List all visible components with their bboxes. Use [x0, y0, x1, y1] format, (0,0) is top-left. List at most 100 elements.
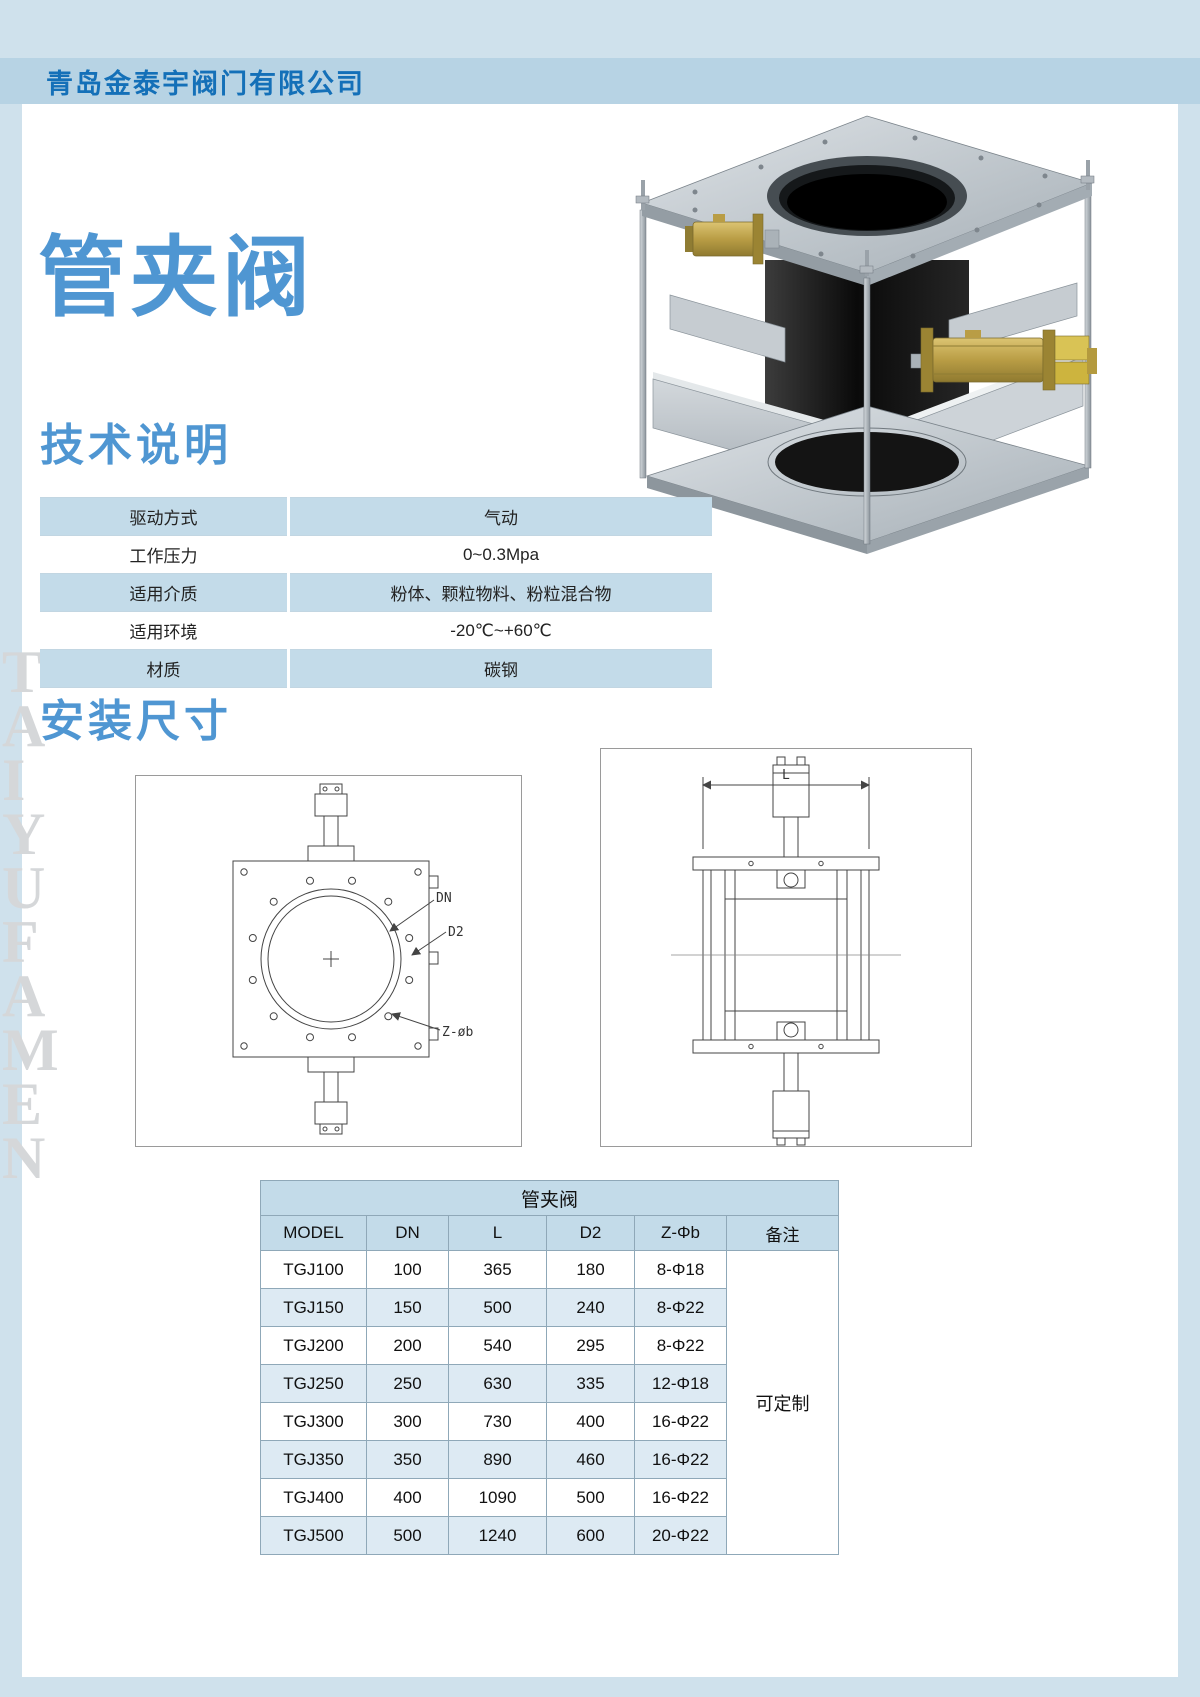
tie-rod-front [863, 277, 871, 545]
spec-cell-zb: 8-Φ22 [634, 1288, 727, 1327]
spec-cell-d2: 240 [546, 1288, 635, 1327]
spec-cell-model: TGJ250 [260, 1364, 367, 1403]
page-frame-left [0, 104, 22, 1697]
watermark-letter: E [2, 1071, 43, 1137]
spec-cell-dn: 300 [366, 1402, 449, 1441]
spec-cell-dn: 350 [366, 1440, 449, 1479]
spec-cell-l: 890 [448, 1440, 547, 1479]
spec-cell-l: 540 [448, 1326, 547, 1365]
spec-cell-zb: 12-Φ18 [634, 1364, 727, 1403]
label-dn: DN [436, 891, 452, 906]
bottom-flange [692, 1039, 880, 1054]
tech-row-value: 0~0.3Mpa [288, 535, 712, 574]
watermark-letter: M [2, 1017, 59, 1083]
watermark-letter: N [2, 1125, 46, 1191]
spec-table-title-row: 管夹阀 [260, 1180, 839, 1216]
spec-cell-l: 500 [448, 1288, 547, 1327]
spec-cell-zb: 16-Φ22 [634, 1478, 727, 1517]
spec-cell-l: 730 [448, 1402, 547, 1441]
spec-cell-d2: 500 [546, 1478, 635, 1517]
tie-rod-right [1084, 189, 1092, 469]
spec-cell-l: 630 [448, 1364, 547, 1403]
spec-cell-dn: 150 [366, 1288, 449, 1327]
tech-row-label: 材质 [40, 649, 290, 688]
watermark-letter: A [2, 693, 46, 759]
drawing-side-view: L [600, 748, 972, 1147]
tie-rod-left [639, 209, 647, 479]
spec-cell-model: TGJ150 [260, 1288, 367, 1327]
spec-cell-d2: 295 [546, 1326, 635, 1365]
watermark-letter: A [2, 963, 46, 1029]
tech-row-value: -20℃~+60℃ [288, 611, 712, 650]
section-heading-tech: 技术说明 [40, 421, 232, 470]
tech-row-value: 气动 [288, 497, 712, 536]
bottom-plate-edge-left [647, 476, 867, 554]
spec-cell-d2: 460 [546, 1440, 635, 1479]
company-name: 青岛金泰宇阀门有限公司 [46, 68, 365, 99]
spec-cell-zb: 16-Φ22 [634, 1402, 727, 1441]
spec-header-cell: 备注 [726, 1215, 839, 1251]
spec-cell-zb: 8-Φ18 [634, 1250, 727, 1289]
side-bottom-actuator [772, 1021, 810, 1146]
tech-row-value: 碳钢 [288, 649, 712, 688]
spec-cell-zb: 16-Φ22 [634, 1440, 727, 1479]
bottom-actuator-outline [307, 1056, 355, 1135]
spec-cell-zb: 8-Φ22 [634, 1326, 727, 1365]
spec-header-cell: L [448, 1215, 547, 1251]
top-opening-bore [787, 174, 947, 230]
bore-circle [267, 895, 395, 1023]
spec-cell-dn: 400 [366, 1478, 449, 1517]
spec-cell-dn: 500 [366, 1516, 449, 1555]
label-z-ob: Z-øb [442, 1025, 473, 1040]
tech-row-label: 适用环境 [40, 611, 290, 650]
spec-cell-model: TGJ300 [260, 1402, 367, 1441]
spec-cell-d2: 180 [546, 1250, 635, 1289]
tech-row: 材质碳钢 [40, 649, 712, 688]
sleeve-circle [260, 888, 402, 1030]
top-plate-edge-right [867, 183, 1092, 286]
pneumatic-cylinder-right [910, 327, 1097, 393]
spec-cell-model: TGJ100 [260, 1250, 367, 1289]
spec-cell-model: TGJ500 [260, 1516, 367, 1555]
page-frame-bottom [0, 1677, 1200, 1697]
tech-row: 驱动方式气动 [40, 497, 712, 536]
mid-band-top-left [653, 372, 867, 439]
label-l: L [782, 768, 790, 783]
top-actuator-outline [307, 783, 355, 862]
watermark-letter: I [2, 747, 26, 813]
top-flange [692, 856, 880, 871]
spec-cell-model: TGJ200 [260, 1326, 367, 1365]
watermark-letter: T [2, 639, 43, 705]
product-3d-render [635, 115, 1097, 554]
spec-cell-l: 1090 [448, 1478, 547, 1517]
bottom-plate-edge-right [867, 466, 1089, 554]
tech-row-label: 适用介质 [40, 573, 290, 612]
spec-header-cell: D2 [546, 1215, 635, 1251]
company-header-bar: 青岛金泰宇阀门有限公司 [0, 58, 1200, 104]
spec-cell-l: 1240 [448, 1516, 547, 1555]
spec-table-title: 管夹阀 [260, 1180, 839, 1216]
spec-cell-zb: 20-Φ22 [634, 1516, 727, 1555]
watermark-letter: F [2, 909, 39, 975]
watermark-letter: Y [2, 801, 46, 867]
spec-cell-dn: 200 [366, 1326, 449, 1365]
watermark-letter: U [2, 855, 46, 921]
tech-row: 适用环境-20℃~+60℃ [40, 611, 712, 650]
spec-cell-d2: 335 [546, 1364, 635, 1403]
page-frame-right [1178, 104, 1200, 1697]
tie-rod-nuts [635, 160, 1095, 276]
side-top-actuator [772, 756, 810, 889]
upper-band-left [669, 294, 786, 363]
